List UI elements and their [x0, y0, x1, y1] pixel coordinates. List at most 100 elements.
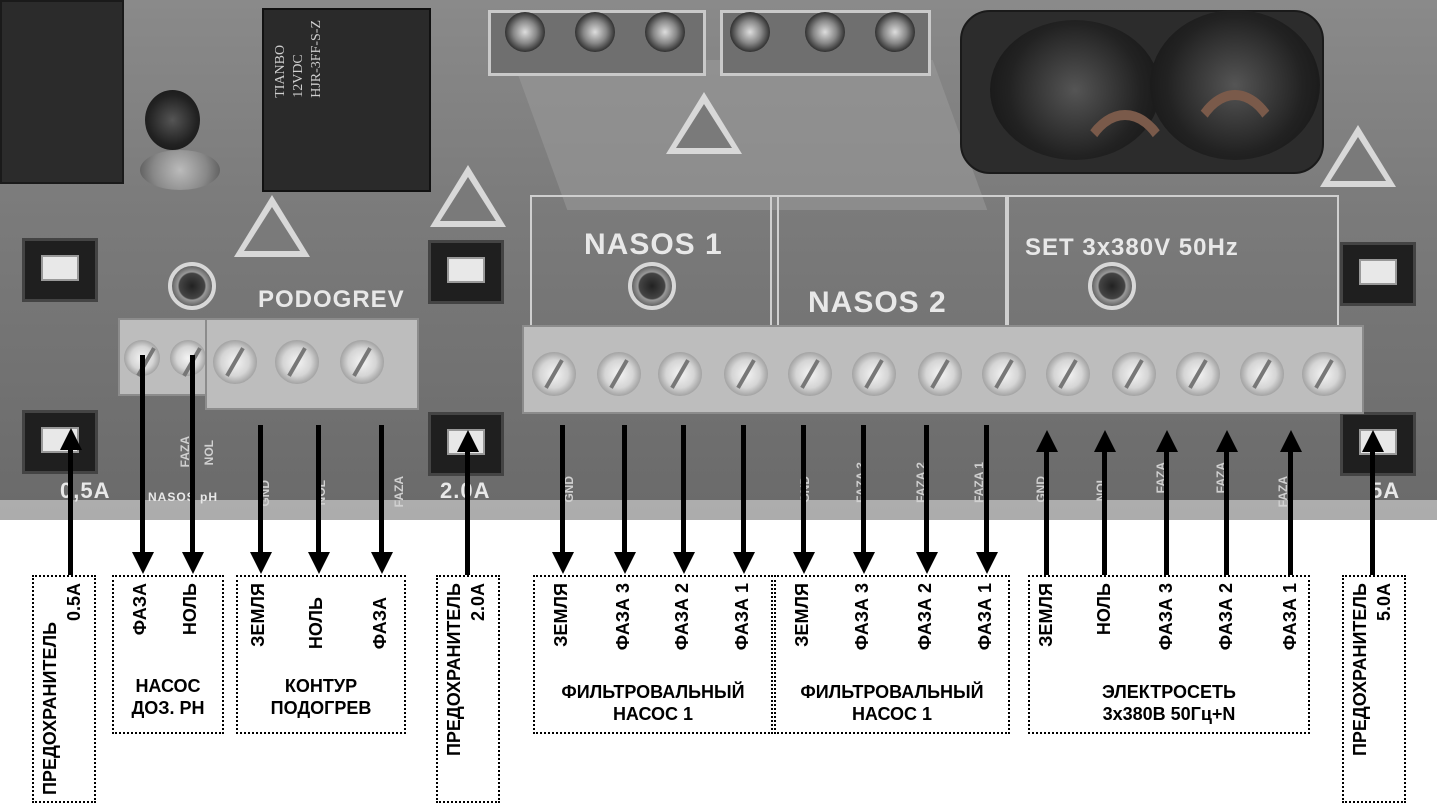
capacitor-block: [0, 0, 124, 184]
arrow-head-up: [457, 430, 479, 452]
arrow-head-down: [673, 552, 695, 574]
arrow-head-down: [308, 552, 330, 574]
arrow-head-down: [250, 552, 272, 574]
mounting-hole: [168, 262, 216, 310]
arrow-head-down: [976, 552, 998, 574]
label-fuse-20-value: 2.0A: [468, 583, 488, 622]
arrow-head-down: [916, 552, 938, 574]
arrow-heat-faza: [379, 425, 384, 555]
caption-ph-line2: ДОЗ. PH: [131, 698, 205, 718]
terminal-screw: [340, 340, 384, 384]
caption-pump2: ФИЛЬТРОВАЛЬНЫЙ НАСОС 1: [776, 681, 1008, 725]
arrow-heat-zemlya: [258, 425, 263, 555]
fuse-holder-05-top: [22, 238, 98, 302]
wire: [1070, 110, 1180, 290]
arrow-p2-faza3: [861, 425, 866, 555]
label-net-zemlya: ЗЕМЛЯ: [1036, 583, 1056, 647]
arrow-net-faza3: [1164, 447, 1169, 575]
arrow-p1-zemlya: [560, 425, 565, 555]
arrow-ph-nol: [190, 355, 195, 555]
resistor: [140, 150, 220, 190]
label-p1-zemlya: ЗЕМЛЯ: [551, 583, 571, 647]
silk-faza: FAZA: [392, 476, 406, 508]
arrow-heat-nol: [316, 425, 321, 555]
terminal-screw: [852, 352, 896, 396]
label-p1-faza3: ФАЗА 3: [613, 583, 633, 651]
caption-p2-line1: ФИЛЬТРОВАЛЬНЫЙ: [800, 682, 984, 702]
terminal-screw: [788, 352, 832, 396]
label-heat-faza: ФАЗА: [370, 597, 390, 650]
terminal-screw: [170, 340, 206, 376]
caption-heating: КОНТУР ПОДОГРЕВ: [238, 675, 404, 719]
arrow-head-down: [793, 552, 815, 574]
terminal-screw: [1302, 352, 1346, 396]
terminal-screw: [1112, 352, 1156, 396]
label-p2-faza1: ФАЗА 1: [975, 583, 995, 651]
arrow-head-down: [614, 552, 636, 574]
caption-mains: ЭЛЕКТРОСЕТЬ 3x380B 50Гц+N: [1030, 681, 1308, 725]
silk-nasos-ph: NASOS pH: [148, 490, 219, 504]
label-heat-zemlya: ЗЕМЛЯ: [248, 583, 268, 647]
terminal-screw: [1046, 352, 1090, 396]
arrow-p1-faza1: [741, 425, 746, 555]
label-ph-faza: ФАЗА: [130, 583, 150, 636]
arrow-head-down: [371, 552, 393, 574]
arrow-net-zemlya: [1044, 447, 1049, 575]
fuse2-rating: 2.0A: [440, 478, 490, 504]
screw: [505, 12, 545, 52]
arrow-ph-faza: [140, 355, 145, 555]
label-fuse-20: ПРЕДОХРАНИТЕЛЬ: [444, 583, 464, 757]
warning-icon: [234, 195, 310, 257]
arrow-head-down: [132, 552, 154, 574]
legend-pump2: ЗЕМЛЯ ФАЗА 3 ФАЗА 2 ФАЗА 1 ФИЛЬТРОВАЛЬНЫ…: [774, 575, 1010, 734]
terminal-screw: [724, 352, 768, 396]
caption-p2-line2: НАСОС 1: [851, 704, 933, 724]
label-p1-faza2: ФАЗА 2: [672, 583, 692, 651]
arrow-fuse-50: [1370, 447, 1375, 575]
arrow-head-up: [1036, 430, 1058, 452]
fuse-holder-20-top: [428, 240, 504, 304]
label-p2-faza2: ФАЗА 2: [915, 583, 935, 651]
legend-heating: ЗЕМЛЯ НОЛЬ ФАЗА КОНТУР ПОДОГРЕВ: [236, 575, 406, 734]
screw: [805, 12, 845, 52]
caption-p1-line2: НАСОС 1: [612, 704, 694, 724]
caption-heat-line2: ПОДОГРЕВ: [270, 698, 372, 718]
terminal-screw: [1176, 352, 1220, 396]
caption-heat-line1: КОНТУР: [284, 676, 358, 696]
label-fuse-50-value: 5.0A: [1374, 583, 1394, 622]
label-fuse-50: ПРЕДОХРАНИТЕЛЬ: [1350, 583, 1370, 757]
mounting-hole: [1088, 262, 1136, 310]
screw: [575, 12, 615, 52]
caption-p1-line1: ФИЛЬТРОВАЛЬНЫЙ: [561, 682, 745, 702]
screw: [730, 12, 770, 52]
wire: [1180, 90, 1290, 280]
terminal-screw: [982, 352, 1026, 396]
pcb-trace: [512, 60, 988, 210]
arrow-head-down: [552, 552, 574, 574]
fuse-holder-05-bottom: [22, 410, 98, 474]
legend-fuse-50: ПРЕДОХРАНИТЕЛЬ 5.0A: [1342, 575, 1406, 803]
arrow-head-up: [1216, 430, 1238, 452]
relay-marking: TIANBO 12VDC HJR-3FF-S-Z: [273, 20, 324, 98]
arrow-p2-zemlya: [801, 425, 806, 555]
silk-set: SET 3x380V 50Hz: [1025, 234, 1239, 261]
label-p2-zemlya: ЗЕМЛЯ: [792, 583, 812, 647]
set-region: [1005, 195, 1339, 329]
terminal-screw: [532, 352, 576, 396]
legend-ph-pump: ФАЗА НОЛЬ НАСОС ДОЗ. PH: [112, 575, 224, 734]
arrow-head-up: [60, 428, 82, 450]
label-net-faza3: ФАЗА 3: [1156, 583, 1176, 651]
arrow-fuse-05: [68, 445, 73, 575]
label-net-faza2: ФАЗА 2: [1216, 583, 1236, 651]
arrow-p2-faza1: [984, 425, 989, 555]
caption-ph-pump: НАСОС ДОЗ. PH: [114, 675, 222, 719]
arrow-head-down: [853, 552, 875, 574]
arrow-p1-faza2: [681, 425, 686, 555]
arrow-net-faza2: [1224, 447, 1229, 575]
screw: [645, 12, 685, 52]
arrow-net-faza1: [1288, 447, 1293, 575]
terminal-screw: [658, 352, 702, 396]
inductor: [145, 90, 200, 150]
arrow-p1-faza3: [622, 425, 627, 555]
pcb-bottom-edge: [0, 500, 1437, 520]
